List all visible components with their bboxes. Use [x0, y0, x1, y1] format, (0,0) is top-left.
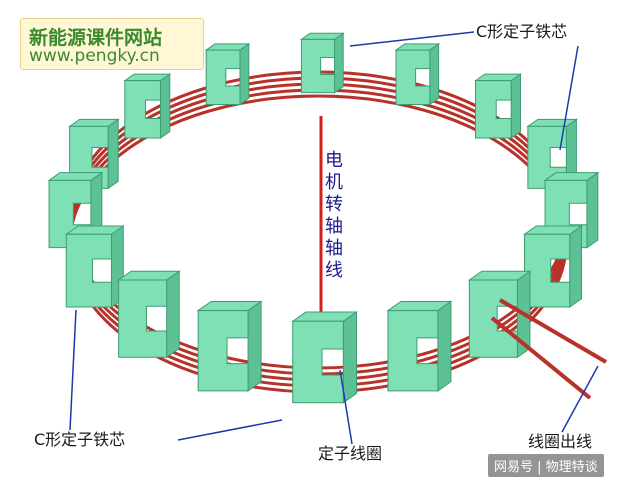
leader-line-core-bottom — [69, 309, 77, 431]
c-core-front — [524, 233, 571, 308]
c-core-side — [586, 171, 599, 249]
c-core-side — [247, 300, 262, 392]
c-core-front — [292, 320, 344, 404]
c-core-side — [342, 311, 357, 404]
label-c-core-bottom: C形定子铁芯 — [34, 430, 126, 449]
c-core-front — [65, 233, 112, 308]
label-stator-coil: 定子线圈 — [318, 444, 383, 463]
c-core-side — [107, 118, 119, 190]
leader-line-core-top-2 — [559, 45, 579, 151]
leader-line-stator-coil — [339, 369, 353, 445]
label-coil-leads: 线圈出线 — [528, 432, 593, 451]
c-core-front — [118, 279, 168, 358]
c-core-side — [437, 300, 452, 392]
coil-lead-wire — [490, 316, 592, 400]
c-core-side — [159, 73, 171, 140]
brand-url: www.pengky.cn — [29, 46, 160, 66]
c-core-front — [300, 38, 336, 94]
c-core-side — [334, 32, 344, 94]
c-core-front — [387, 310, 439, 392]
watermark: 网易号 | 物理特谈 — [488, 454, 604, 477]
c-core-front — [205, 49, 241, 105]
coil-lead-wire — [498, 298, 608, 364]
c-core-front — [475, 80, 512, 139]
brand-box: 新能源课件网站 www.pengky.cn — [20, 18, 204, 70]
c-core-side — [569, 225, 583, 308]
brand-title: 新能源课件网站 — [29, 27, 163, 49]
c-core-front — [197, 310, 249, 392]
label-c-core-top: C形定子铁芯 — [476, 22, 568, 41]
label-rotor-axis: 电机转轴轴线 — [325, 150, 343, 281]
c-core-front — [124, 80, 161, 139]
leader-line-core-top — [349, 31, 475, 47]
c-core-side — [239, 42, 250, 106]
c-core-side — [429, 42, 440, 106]
c-core-side — [510, 73, 522, 140]
leader-line-core-bottom-2 — [177, 419, 283, 441]
c-core-front — [395, 49, 431, 105]
c-core-side — [166, 270, 180, 359]
leader-line-coil-leads — [561, 365, 599, 433]
